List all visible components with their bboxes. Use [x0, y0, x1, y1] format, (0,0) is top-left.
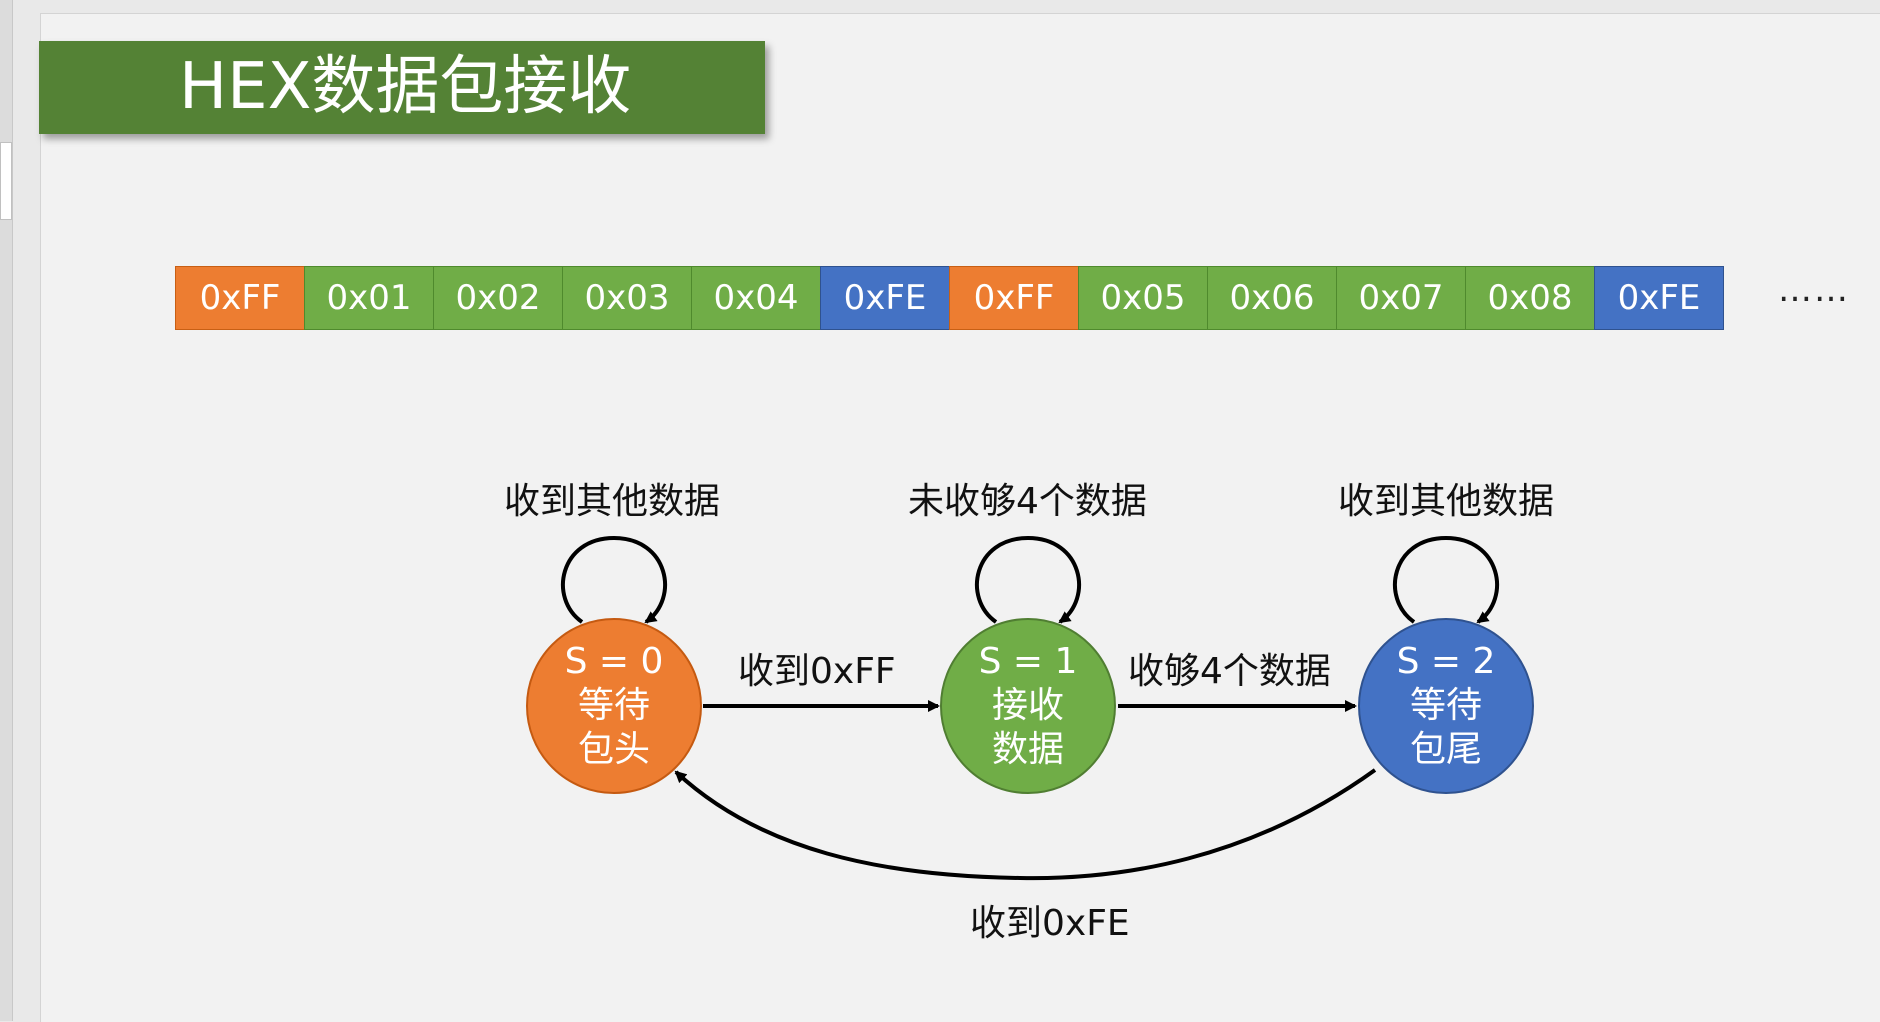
transition-label-s1-s2: 收够4个数据: [1128, 651, 1331, 692]
state-s1-value: S = 1: [978, 641, 1078, 682]
packet-byte-cell: 0x03: [562, 266, 692, 330]
packet-byte-cell: 0xFE: [820, 266, 950, 330]
loop-label-s0: 收到其他数据: [504, 481, 721, 522]
state-node-s0: S = 0 等待 包头: [526, 618, 702, 794]
packet-ellipsis: ……: [1778, 270, 1850, 310]
packet-byte-cell: 0xFF: [949, 266, 1079, 330]
self-loop-arrow-0: [560, 535, 668, 624]
state-s2-desc-2: 包尾: [1409, 729, 1482, 770]
slide-panel-rail: [0, 0, 13, 1021]
transition-label-s2-s0: 收到0xFE: [970, 903, 1130, 944]
state-s2-value: S = 2: [1396, 641, 1496, 682]
self-loop-arrow-1: [974, 535, 1082, 624]
packet-byte-cell: 0x05: [1078, 266, 1208, 330]
state-s1-desc-1: 接收: [991, 685, 1064, 726]
state-node-s1: S = 1 接收 数据: [940, 618, 1116, 794]
slide-canvas: [40, 13, 1880, 1022]
state-node-s2: S = 2 等待 包尾: [1358, 618, 1534, 794]
loop-label-s1: 未收够4个数据: [908, 481, 1147, 522]
arrow-s2-to-s0: [674, 768, 1377, 881]
packet-byte-cell: 0x04: [691, 266, 821, 330]
packet-byte-cell: 0x02: [433, 266, 563, 330]
packet-byte-cell: 0x01: [304, 266, 434, 330]
state-s2-desc-1: 等待: [1409, 685, 1482, 726]
packet-byte-cell: 0xFE: [1594, 266, 1724, 330]
state-s1-desc-2: 数据: [991, 729, 1064, 770]
title-banner: HEX数据包接收: [39, 41, 765, 134]
transition-label-s0-s1: 收到0xFF: [738, 651, 896, 692]
state-s0-desc-1: 等待: [577, 685, 650, 726]
packet-byte-cell: 0x07: [1336, 266, 1466, 330]
slide-thumbnail[interactable]: [0, 142, 12, 220]
slide-title: HEX数据包接收: [179, 50, 632, 124]
loop-label-s2: 收到其他数据: [1338, 481, 1555, 522]
state-s0-value: S = 0: [564, 641, 664, 682]
state-s0-desc-2: 包头: [577, 729, 650, 770]
packet-byte-cell: 0xFF: [175, 266, 305, 330]
packet-byte-cell: 0x08: [1465, 266, 1595, 330]
self-loop-arrow-2: [1392, 535, 1500, 624]
